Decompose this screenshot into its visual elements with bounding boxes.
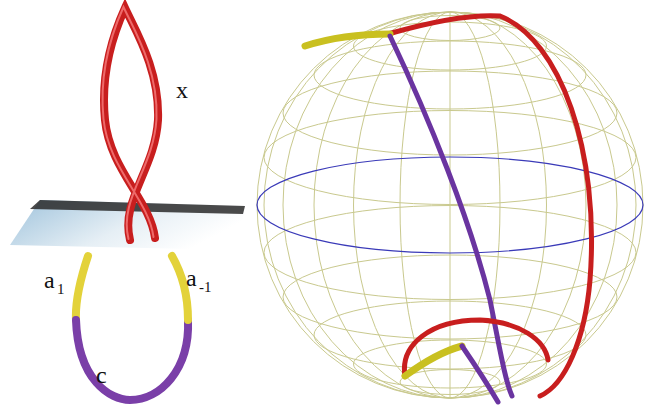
segment-label: c	[96, 363, 107, 387]
upper-loop	[103, 7, 159, 240]
sphere-grid	[257, 12, 643, 398]
subscript: 1	[57, 282, 65, 297]
sphere-curves	[305, 16, 592, 402]
lower-loop	[76, 256, 188, 400]
subscript: -1	[199, 280, 212, 295]
segment-label: a	[186, 266, 197, 290]
segment-label: a	[44, 268, 55, 292]
curve-label: x	[176, 78, 188, 102]
